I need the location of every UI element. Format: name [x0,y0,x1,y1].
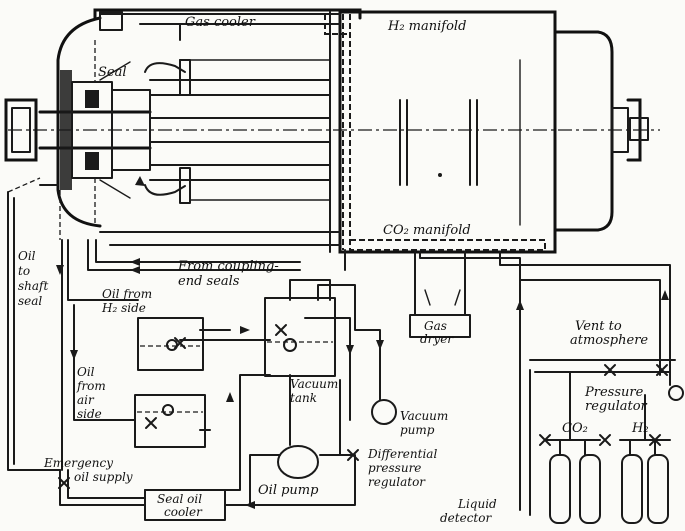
label-emergency-1: Emergency [43,456,113,470]
air-side-drain-tank [134,394,206,448]
arrow-down-4 [376,340,384,350]
label-vacuum-pump-2: pump [400,423,435,437]
label-h2: H₂ [631,421,649,436]
label-oil-pump: Oil pump [258,483,319,498]
label-vacuum-pump-1: Vacuum [400,409,448,423]
arrow-right-1 [240,326,250,334]
label-oil-from-air-3: air [77,393,95,407]
arrow-left-1 [130,258,140,266]
label-from-coupling-2: end seals [178,274,240,289]
label-vent-2: atmosphere [570,333,648,348]
label-co2: CO₂ [562,421,588,436]
label-vent-1: Vent to [575,319,622,334]
arrow-up-1 [226,392,234,402]
arrow-left-3 [245,501,255,509]
label-gas-cooler: Gas cooler [185,15,256,30]
label-diff-2: pressure [368,461,421,475]
arrow-up-3 [661,290,669,300]
valves [58,324,668,489]
valve-h2 [649,434,661,446]
valve-vacuum-tank [275,324,287,336]
valve-emergency [58,477,70,489]
arrow-left-2 [130,266,140,274]
label-gas-dryer-1: Gas [424,319,447,333]
label-vacuum-tank-2: tank [290,391,317,405]
arrow-down-2 [70,350,78,360]
label-seal-oil-cooler-2: cooler [164,505,203,519]
label-oil-from-h2-1: Oil from [102,287,152,301]
label-liquid-2: detector [440,511,492,525]
label-from-coupling-1: From coupling- [177,259,279,274]
label-oil-to-shaft-seal-3: shaft [18,279,48,293]
label-pressure-2: regulator [585,399,648,414]
h2-side-drain-tank [137,317,204,371]
oil-pump [277,445,319,479]
label-gas-dryer-2: dryer [420,332,454,346]
co2-manifold [350,239,546,252]
label-diff-1: Differential [367,447,437,461]
h2-manifold [324,14,545,251]
label-seal-oil-cooler-1: Seal oil [157,492,202,506]
label-oil-from-air-1: Oil [77,365,95,379]
label-oil-from-air-4: side [77,407,102,421]
label-oil-to-shaft-seal-1: Oil [18,249,36,263]
label-oil-to-shaft-seal-4: seal [18,294,42,308]
valve-co2-2 [599,434,611,446]
label-oil-from-air-2: from [76,379,106,393]
arrow-up-2 [516,300,524,310]
labels: Gas cooler H₂ manifold Seal CO₂ manifold… [18,15,649,525]
label-h2-manifold: H₂ manifold [387,19,466,34]
pressure-regulator [668,385,684,401]
label-vacuum-tank-1: Vacuum [290,377,338,391]
label-liquid-1: Liquid [457,497,497,511]
valve-co2 [539,434,551,446]
vacuum-tank [264,297,336,377]
label-oil-to-shaft-seal-2: to [18,264,30,278]
label-diff-3: regulator [368,475,426,489]
piping [7,177,676,516]
label-co2-manifold: CO₂ manifold [383,223,471,238]
gas-dryer [409,289,471,338]
valve-vent [604,364,616,376]
flow-arrows [56,176,669,509]
label-pressure-1: Pressure [584,385,644,400]
seal-oil-cooler [144,489,226,521]
valve-h2-tank [174,337,186,349]
label-seal: Seal [98,65,127,80]
arrow-seal [135,176,145,186]
arrow-down-3 [346,345,354,355]
vacuum-pump [371,399,397,425]
generator-housing [4,8,660,254]
label-emergency-2: oil supply [74,470,133,484]
gas-bottles [549,454,669,524]
valve-vent-2 [656,364,668,376]
arrow-down-1 [56,265,64,275]
valve-air-tank [145,417,157,429]
valve-differential [347,449,359,461]
label-oil-from-h2-2: H₂ side [101,301,146,315]
